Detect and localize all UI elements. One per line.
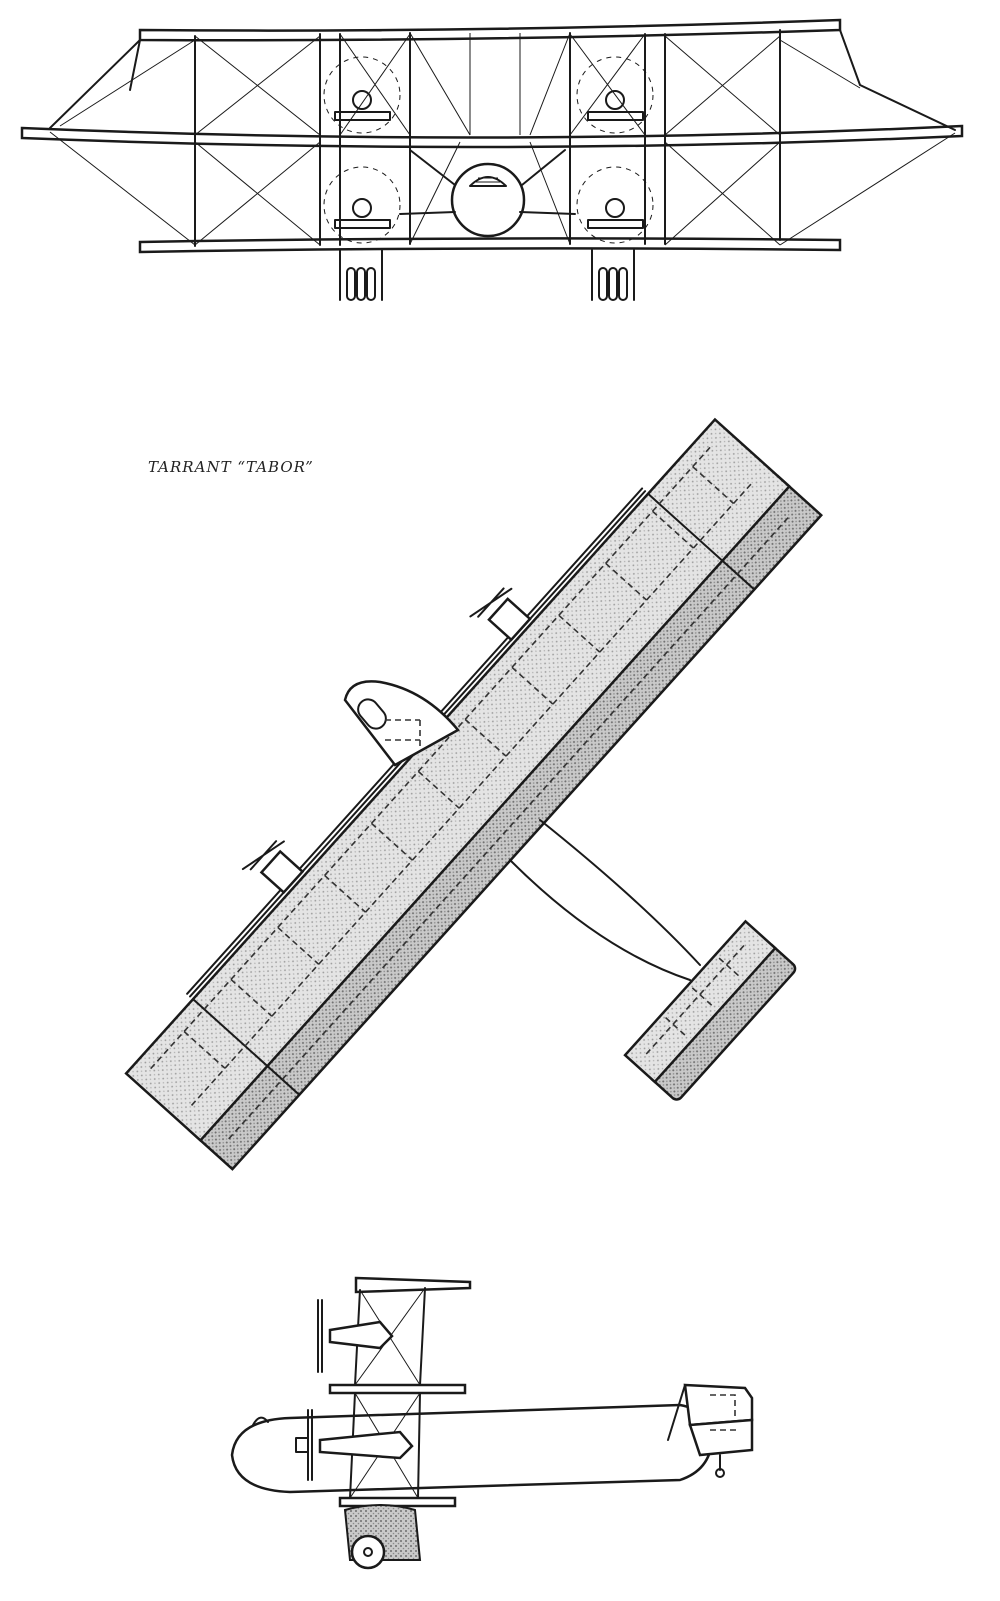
lower-wing-side [338, 1496, 457, 1508]
propeller-icon [317, 1299, 323, 1373]
fuselage-side [230, 1403, 714, 1494]
plan-view [124, 417, 824, 1171]
cockpit-opening [357, 698, 387, 730]
fuselage-nose-plan [343, 680, 460, 767]
upper-wing-front [138, 18, 842, 42]
side-engines [295, 1299, 414, 1481]
tail-side [667, 1383, 754, 1478]
fuselage-rear-plan [509, 819, 701, 981]
bracing-wires [49, 32, 956, 246]
interplane-struts [129, 29, 781, 247]
main-wing-trailing [187, 474, 824, 1171]
lower-wing-front [138, 237, 842, 254]
engine-icon [605, 90, 625, 110]
wheel-icon [350, 1534, 386, 1570]
tail-skid-icon [715, 1468, 725, 1478]
tailplane-plan [623, 919, 797, 1101]
cockpit-front [469, 176, 507, 187]
undercarriage-front [339, 249, 635, 301]
cockpit-side [252, 1416, 269, 1426]
upper-wing-side [354, 1276, 472, 1294]
engine-icon [605, 198, 625, 218]
side-elevation-view [230, 1276, 754, 1570]
front-elevation-view [20, 18, 964, 301]
fuselage-front [450, 162, 526, 238]
right-propeller [469, 587, 513, 618]
drawing-title: TARRANT “TABOR” [148, 458, 314, 476]
left-engine-nacelle-plan [259, 849, 305, 895]
engines-front [323, 56, 654, 244]
engine-icon [352, 198, 372, 218]
right-wing-tip-strut [839, 29, 956, 131]
middle-wing-front [20, 124, 964, 149]
right-engine-nacelle-plan [487, 597, 532, 642]
left-propeller [241, 840, 285, 871]
left-wing-tip-strut [49, 39, 141, 129]
engine-icon [352, 90, 372, 110]
middle-wing-side [328, 1383, 467, 1395]
side-undercarriage [343, 1504, 422, 1570]
